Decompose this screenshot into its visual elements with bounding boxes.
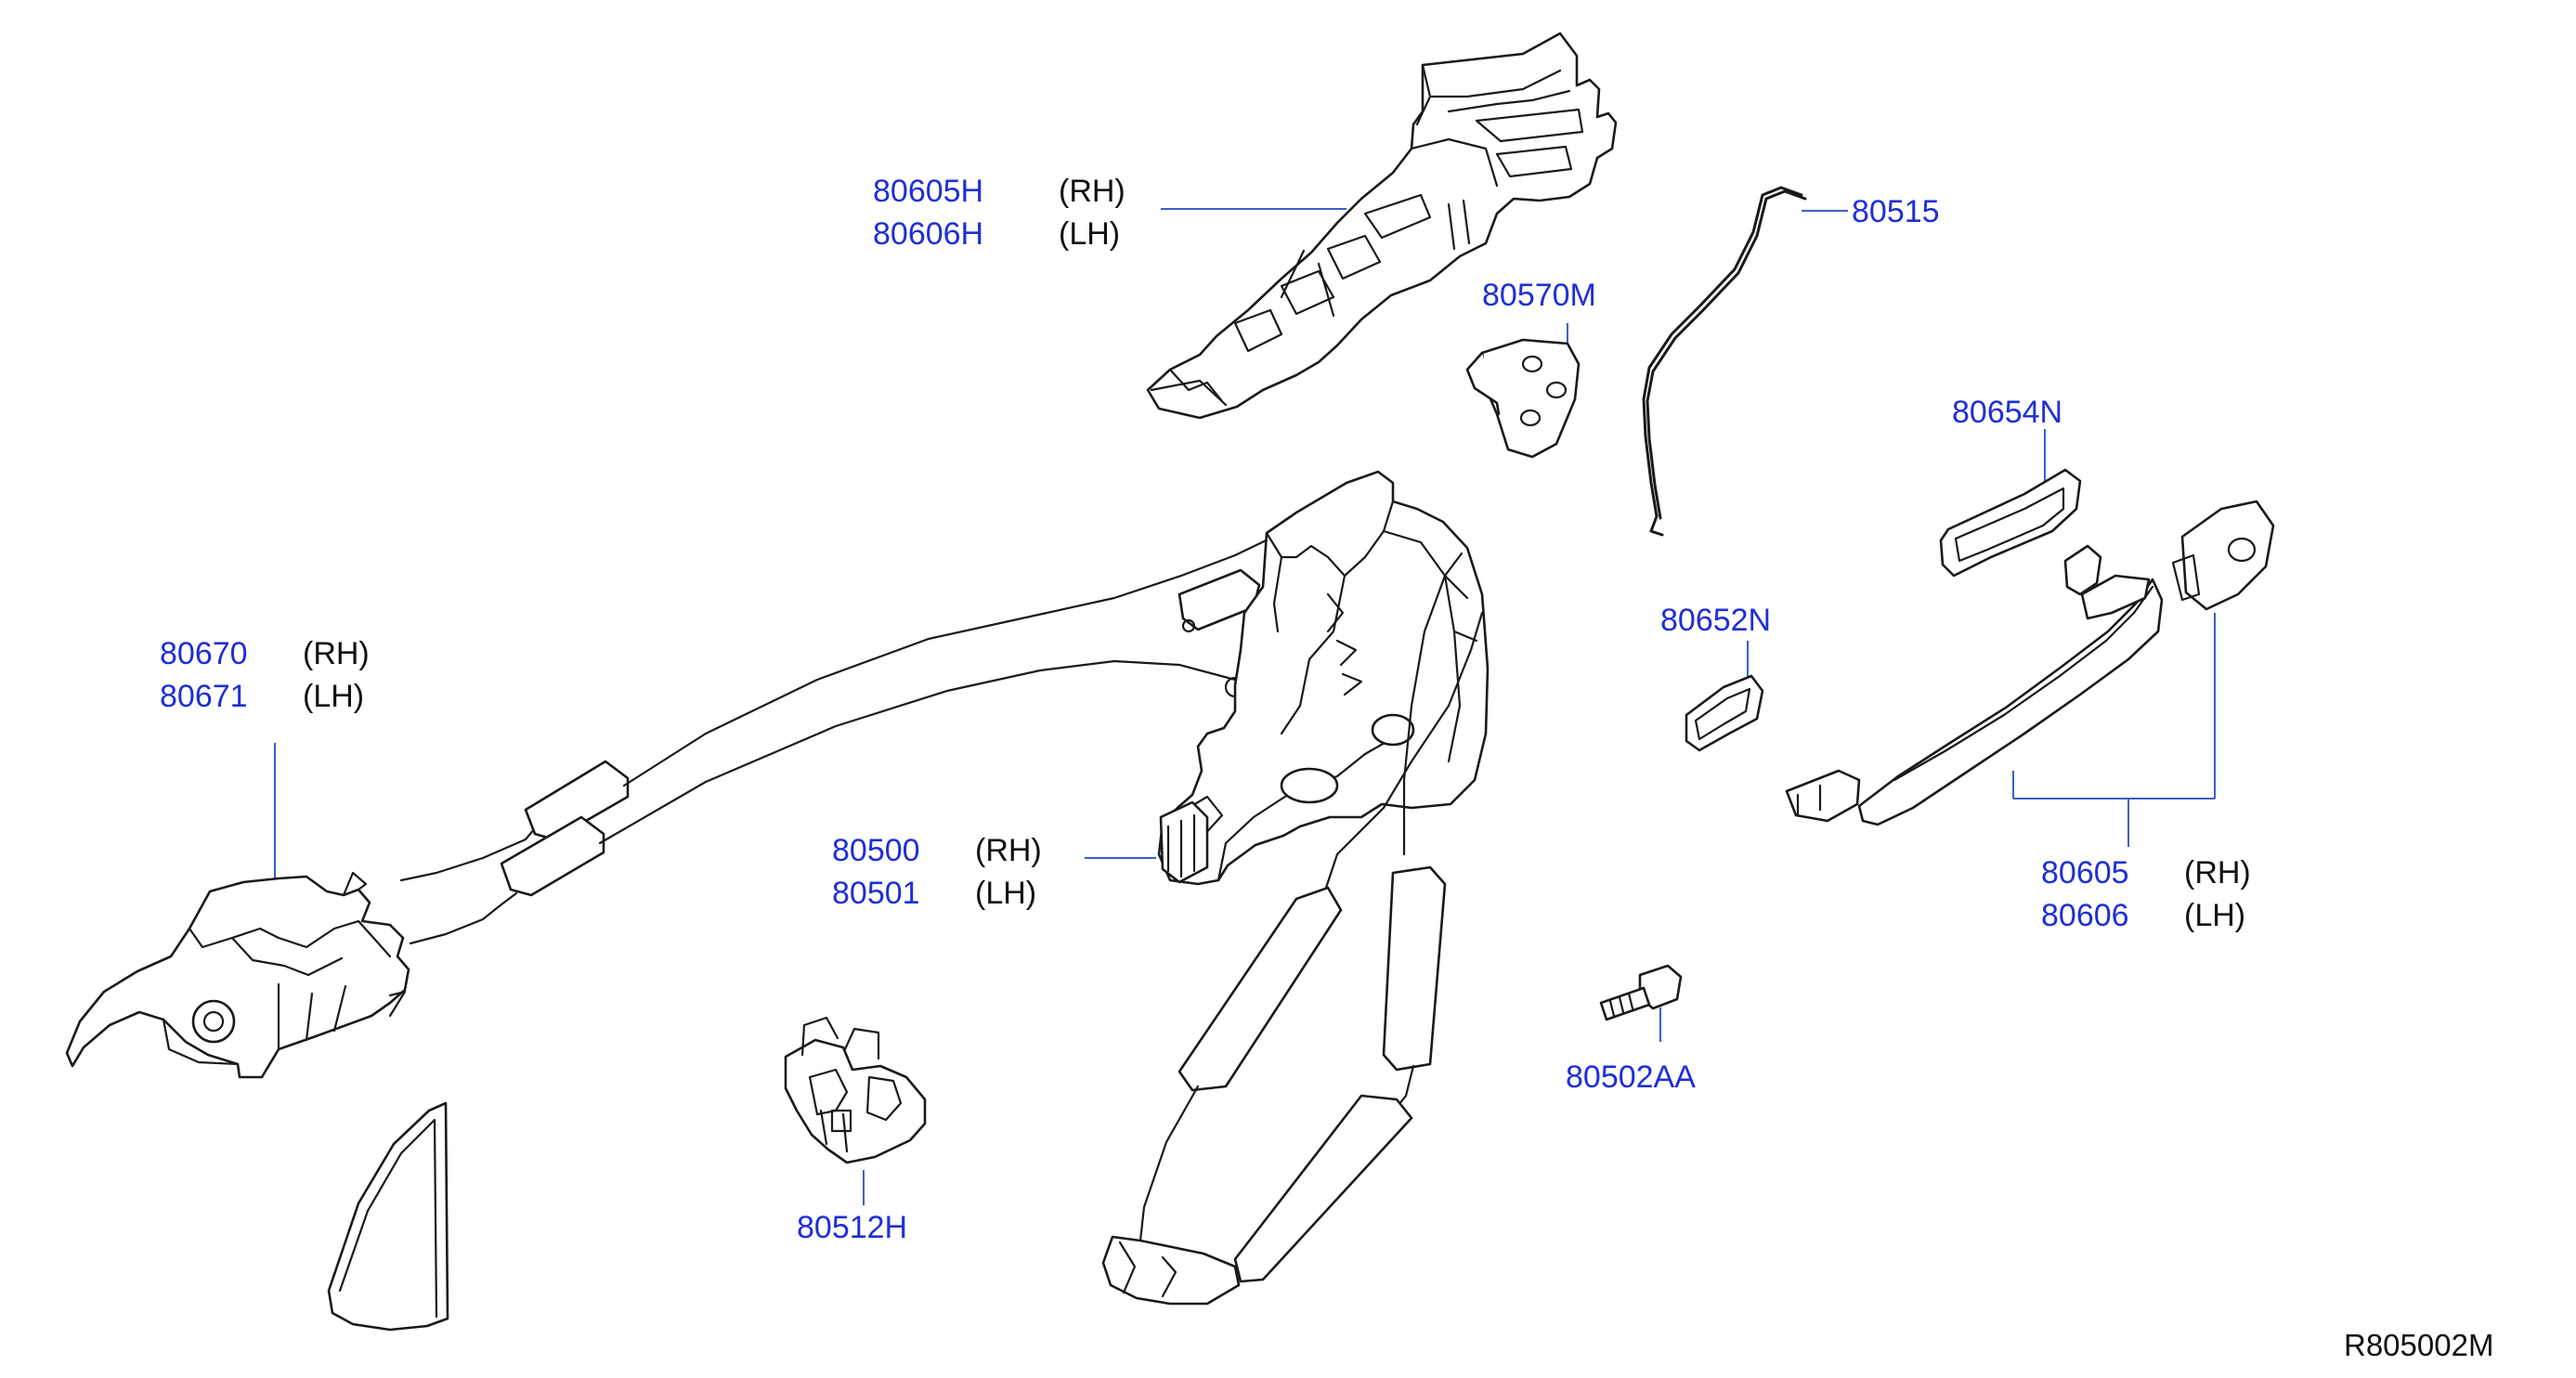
outside-handle-drawing [1785,500,2275,826]
lock-assy-pn-lh: 80501 [832,876,920,911]
screw-pn: 80502AA [1566,1060,1696,1095]
plate-drawing [1465,338,1581,459]
leader-lines [274,208,2216,1205]
handle-bracket-pn-lh: 80606H [873,216,984,252]
remote-control-side-lh: (LH) [303,679,365,714]
handle-bracket-side-lh: (LH) [1059,216,1121,252]
outside-handle-pn-lh: 80606 [2041,898,2129,933]
clip-drawing [784,1016,927,1164]
cables-drawing [399,531,1283,945]
lock-assy-side-lh: (LH) [975,876,1037,911]
remote-control-pn-lh: 80671 [160,679,248,714]
rod-pn: 80515 [1852,194,1940,229]
lock-cables-drawing [1101,552,1484,1306]
outside-handle-side-lh: (LH) [2184,898,2246,933]
handle-bracket-drawing [1146,32,1618,420]
gasket-front-drawing [1685,674,1764,752]
clip-pn: 80512H [797,1210,908,1245]
lock-assy-pn-rh: 80500 [832,833,920,868]
gasket-rear-drawing [1939,468,2082,578]
lock-assy-side-rh: (RH) [975,833,1042,868]
handle-bracket-pn-rh: 80605H [873,174,984,209]
gasket-front-pn: 80652N [1660,603,1772,638]
gasket-rear-pn: 80654N [1952,395,2063,430]
handle-bracket-side-rh: (RH) [1059,174,1125,209]
outside-handle-pn-rh: 80605 [2041,855,2129,890]
rod-drawing [1642,186,1807,537]
reference-code: R805002M [2344,1328,2494,1362]
lock-assembly-drawing [1157,470,1490,886]
screw-drawing [1599,964,1683,1021]
remote-control-pn-rh: 80670 [160,636,248,671]
cover-drawing [327,1101,449,1332]
plate-pn: 80570M [1482,278,1596,313]
remote-control-drawing [65,871,410,1079]
remote-control-side-rh: (RH) [303,636,370,671]
outside-handle-side-rh: (RH) [2184,855,2251,890]
